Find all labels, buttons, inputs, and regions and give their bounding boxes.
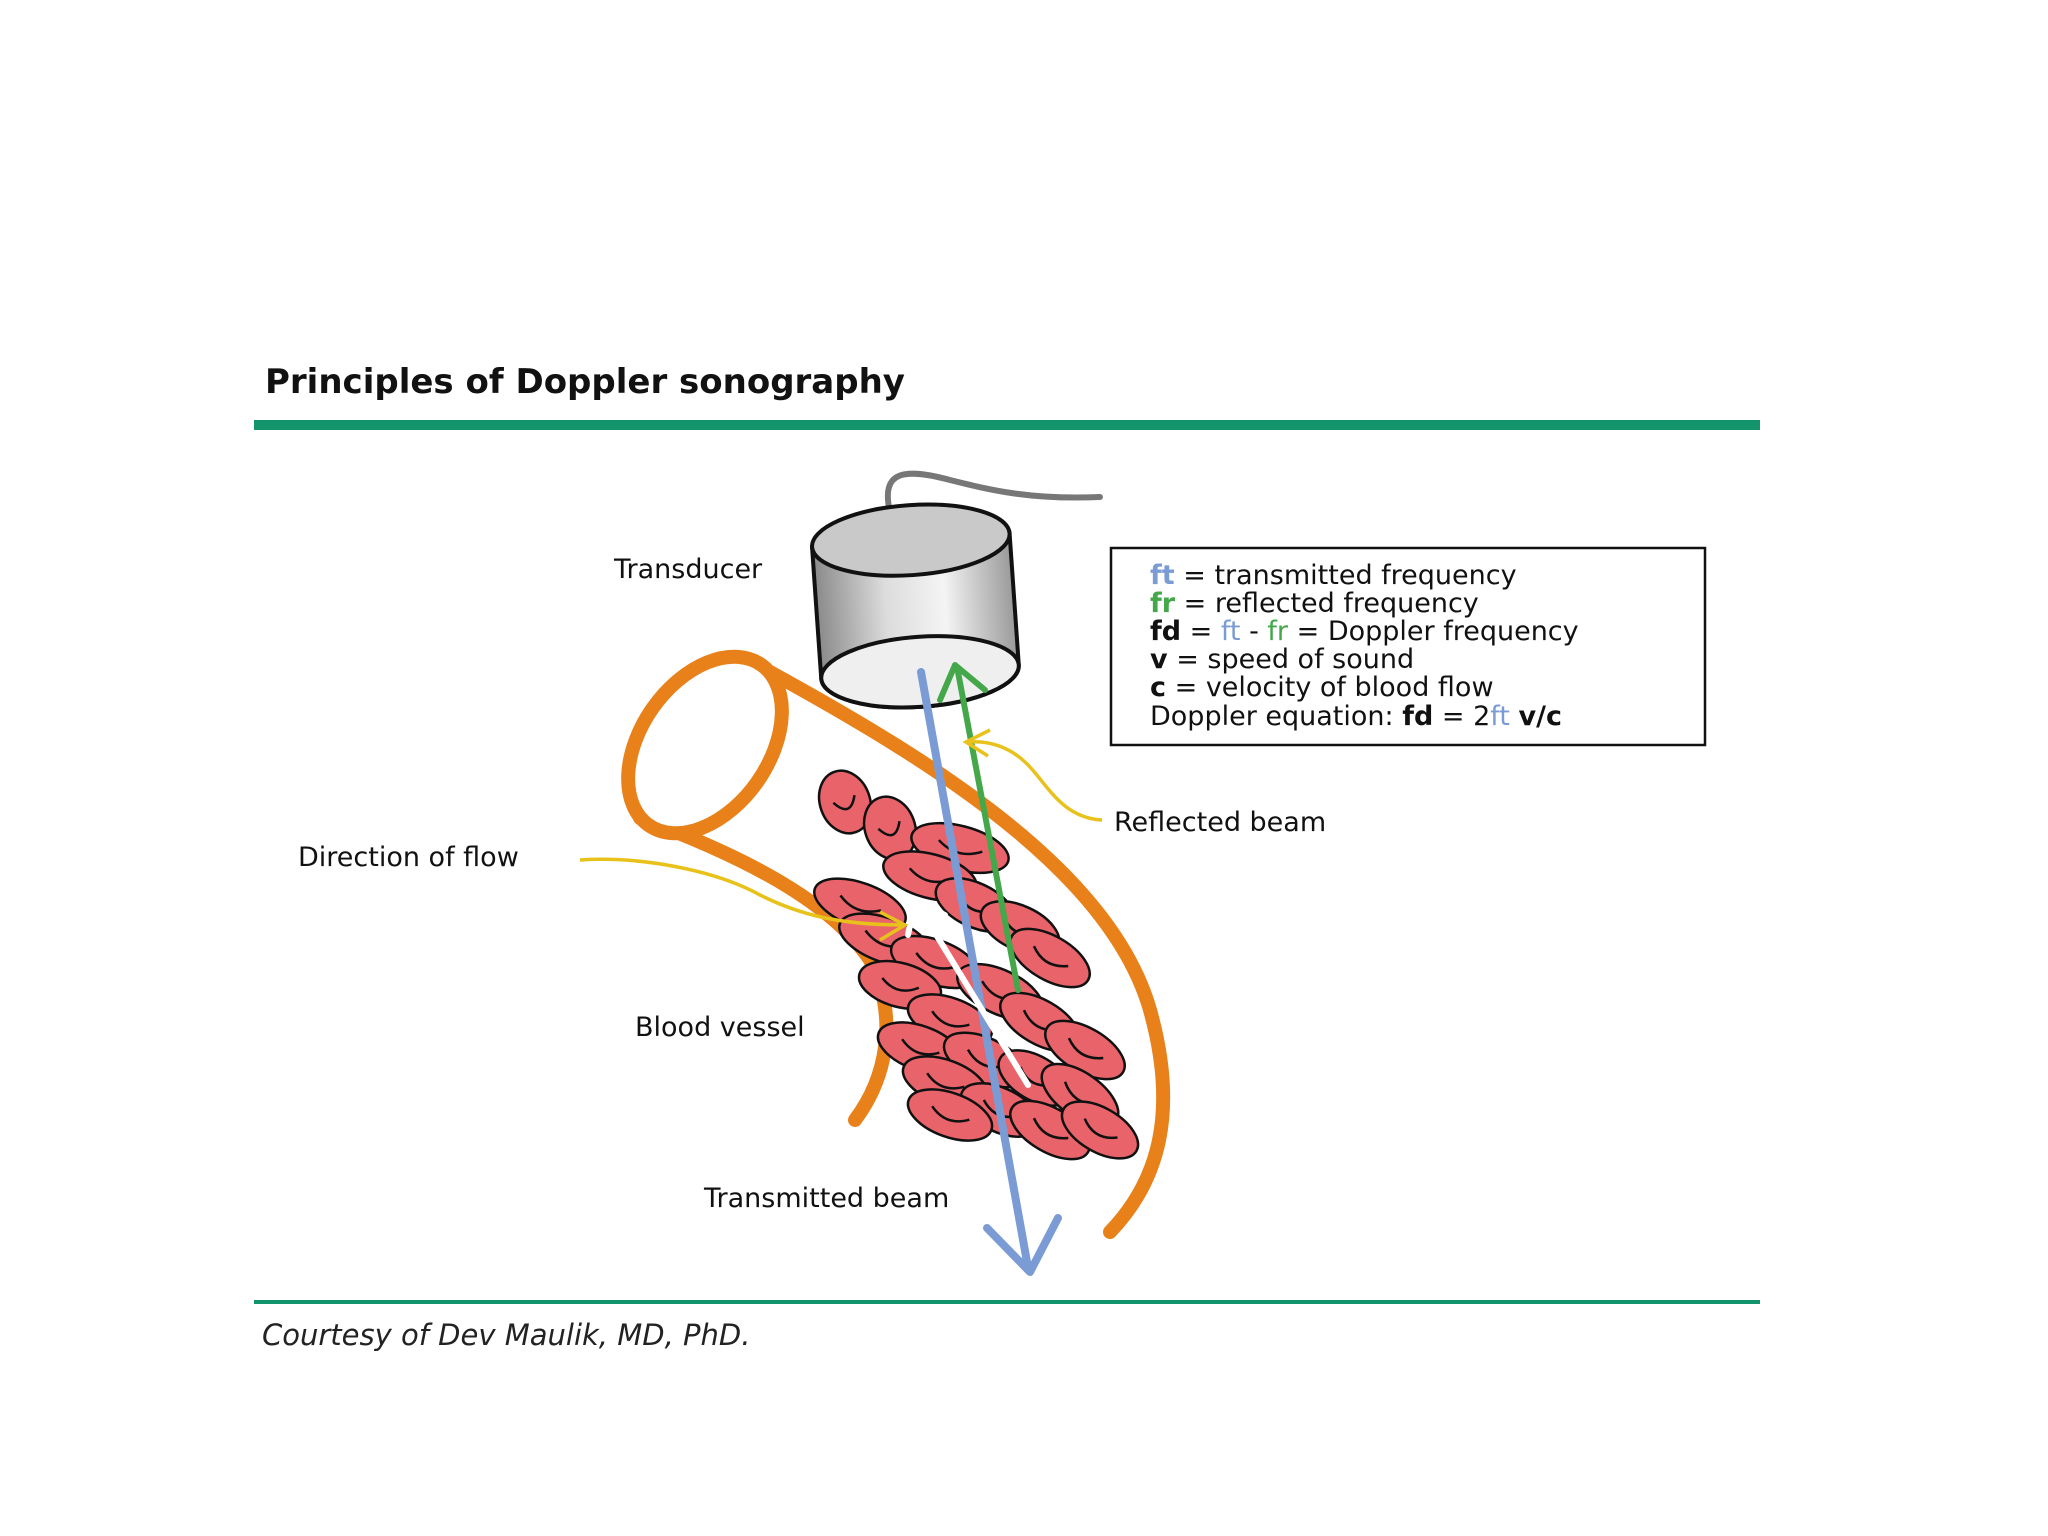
title-divider — [254, 420, 1760, 430]
vessel-wall-right — [763, 665, 1171, 1239]
flow-pointer-head — [879, 910, 909, 942]
legend-ft-row: ft = transmitted frequency — [1150, 560, 1517, 591]
figure-title: Principles of Doppler sonography — [265, 362, 905, 402]
transducer-cable — [884, 470, 1103, 515]
red-blood-cells — [813, 769, 1140, 1161]
footer-divider — [254, 1300, 1760, 1304]
figure-credit: Courtesy of Dev Maulik, MD, PhD. — [262, 1318, 751, 1352]
reflected-beam-pointer — [967, 739, 1103, 822]
legend-v-row: v = speed of sound — [1150, 644, 1414, 675]
legend-box: ft = transmitted frequency fr = reflecte… — [1109, 546, 1707, 747]
vessel-wall-left — [633, 811, 894, 1127]
label-transmitted-beam: Transmitted beam — [703, 1183, 949, 1214]
vessel-opening — [621, 649, 789, 841]
flow-pointer — [579, 857, 906, 927]
reflected-beam-pointer-head — [962, 728, 991, 758]
red-blood-cell — [817, 769, 873, 835]
red-blood-cell — [1044, 1019, 1126, 1081]
label-direction-of-flow: Direction of flow — [298, 842, 519, 873]
legend-fr-row: fr = reflected frequency — [1150, 588, 1479, 619]
reflected-beam-arrow — [937, 662, 1021, 993]
transducer — [809, 502, 1021, 710]
legend-equation-row: Doppler equation: fd = 2ft v/c — [1150, 701, 1562, 732]
label-blood-vessel: Blood vessel — [635, 1012, 805, 1043]
transmitted-beam-arrow — [917, 668, 1062, 1276]
red-blood-cell — [1009, 927, 1091, 989]
red-blood-cell — [906, 1088, 994, 1142]
legend-fd-row: fd = ft - fr = Doppler frequency — [1150, 616, 1579, 647]
red-blood-cell — [1060, 1100, 1140, 1160]
label-reflected-beam: Reflected beam — [1114, 807, 1326, 838]
label-transducer: Transducer — [613, 554, 763, 585]
legend-c-row: c = velocity of blood flow — [1150, 672, 1494, 703]
red-blood-cell — [1009, 1099, 1091, 1161]
flow-arrow — [905, 897, 1031, 1088]
